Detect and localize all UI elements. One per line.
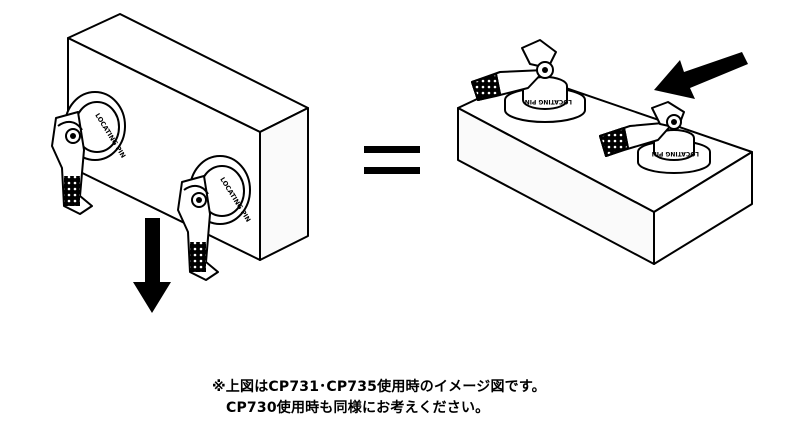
caption-line-2: CP730使用時も同様にお考えください。 (226, 400, 490, 416)
pin-marking-text-4: LOCATING PIN (652, 150, 699, 157)
equals-sign (364, 146, 420, 174)
right-clamp-1: LOCATING PIN (471, 39, 586, 123)
left-clamp-2: LOCATING PIN (177, 155, 252, 281)
down-arrow (133, 218, 171, 313)
pin-marking-text-3: LOCATING PIN (525, 98, 572, 105)
right-clamp-2: LOCATING PIN (599, 101, 711, 174)
left-clamp-1: LOCATING PIN (51, 91, 127, 215)
diagonal-arrow (654, 52, 748, 99)
caption-line-1: ※上図はCP731･CP735使用時のイメージ図です。 (212, 379, 546, 395)
right-horizontal-block (457, 74, 753, 265)
